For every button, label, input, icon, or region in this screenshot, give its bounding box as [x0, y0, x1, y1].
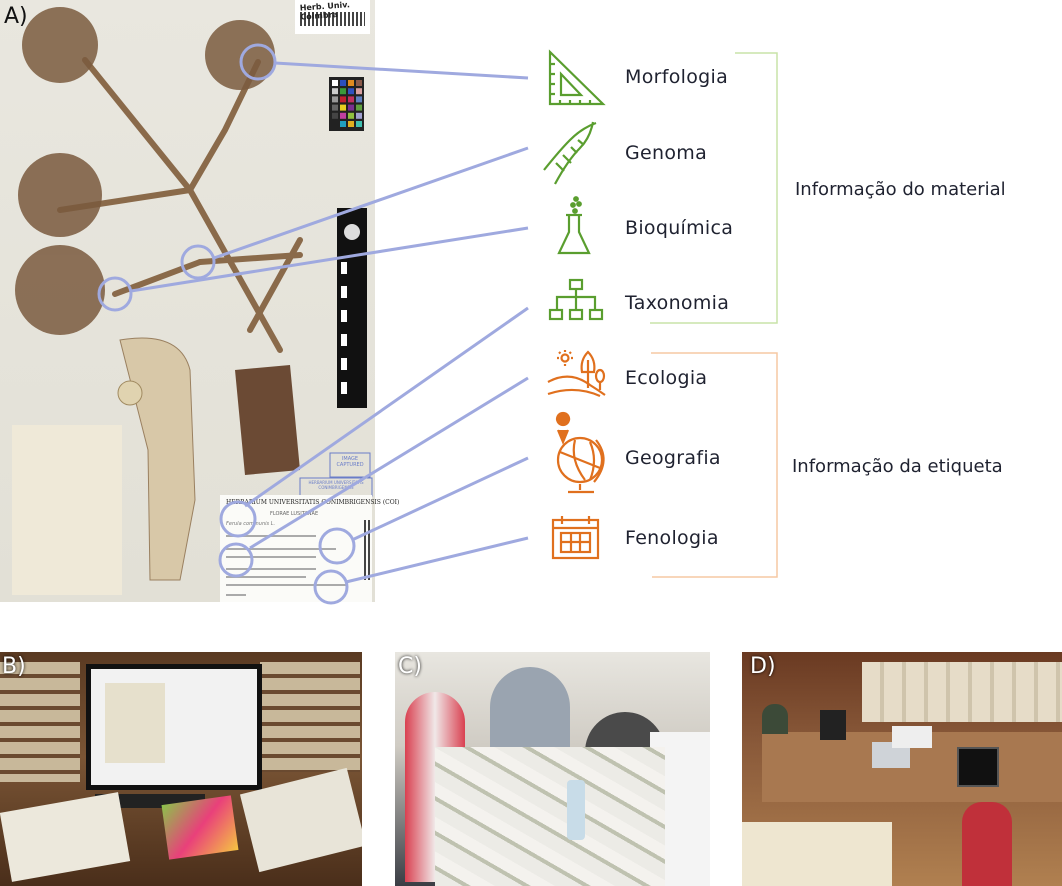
category-morfologia: Morfologia — [625, 66, 729, 88]
color-swatch — [356, 80, 362, 86]
color-swatch — [356, 121, 362, 127]
color-swatch — [340, 88, 346, 95]
panel-label-c: C) — [398, 654, 422, 679]
category-genoma: Genoma — [625, 142, 708, 164]
diagram-overlay — [97, 43, 778, 605]
fragment-packet — [12, 425, 122, 595]
color-swatch — [348, 96, 354, 103]
group-label-material: Informação do material — [795, 179, 1006, 200]
water-bottle — [567, 780, 585, 840]
connector-ecologia — [249, 376, 529, 550]
stacked-folders — [862, 662, 1062, 722]
stem-crosssection — [117, 380, 143, 406]
calendar-icon — [551, 516, 600, 560]
color-swatch — [332, 88, 338, 95]
barcode-icon — [300, 12, 365, 26]
shelf-folders — [260, 662, 360, 772]
label-barcode — [364, 520, 372, 580]
color-swatch — [356, 104, 362, 111]
category-ecologia: Ecologia — [625, 367, 708, 389]
shelf-folders — [0, 662, 80, 782]
group-label-etiqueta: Informação da etiqueta — [792, 456, 1003, 477]
color-swatch — [356, 88, 362, 95]
panel-label-d: D) — [750, 654, 776, 679]
highlight-circle — [180, 244, 216, 280]
category-bioquimica: Bioquímica — [625, 217, 734, 239]
landscape-icon — [547, 350, 606, 398]
stem-section — [235, 365, 300, 475]
color-swatch — [348, 112, 354, 119]
highlight-circle — [219, 500, 257, 538]
globe-pin-icon — [555, 411, 605, 494]
color-checker-card — [329, 77, 364, 131]
photo-herbarium-office: D) — [742, 652, 1062, 886]
color-swatch — [332, 80, 338, 86]
color-swatch — [348, 104, 354, 111]
connector-taxonomia — [244, 306, 529, 508]
person — [962, 802, 1012, 886]
color-swatch — [332, 121, 338, 127]
flask-icon — [557, 196, 591, 255]
person — [762, 704, 788, 734]
highlight-circle — [313, 569, 349, 605]
highlight-circle — [239, 43, 277, 81]
color-swatch — [340, 121, 346, 127]
color-swatch — [340, 80, 346, 86]
label-species: Ferula communis L. — [226, 521, 276, 527]
color-swatch — [332, 104, 338, 111]
color-swatch — [340, 112, 346, 119]
category-geografia: Geografia — [625, 447, 721, 469]
color-swatch — [356, 112, 362, 119]
color-swatch — [348, 88, 354, 95]
color-swatch — [332, 96, 338, 103]
label-title: HERBARIUM UNIVERSITATIS CONIMBRIGENSIS (… — [226, 499, 400, 506]
highlight-circle — [218, 542, 254, 578]
set-square-icon — [548, 49, 606, 106]
computer-monitor — [86, 664, 262, 790]
person — [490, 667, 570, 757]
connector-morfologia — [274, 61, 529, 80]
label-subtitle: FLORAE LUSITANAE — [270, 511, 319, 517]
stamp-herbarium: HERBARIUM UNIVERSITATIS CONIMBRIGENSIS — [308, 480, 364, 490]
photo-digitization-workstation: B) — [0, 652, 362, 886]
highlight-circle — [318, 527, 356, 565]
connector-bioquimica — [130, 226, 529, 293]
table-with-papers — [435, 747, 665, 886]
stamp-image-captured: IMAGE CAPTURED — [336, 456, 364, 468]
scale-ruler — [337, 208, 367, 408]
dna-icon — [543, 121, 597, 185]
color-swatch — [348, 80, 354, 86]
category-fenologia: Fenologia — [625, 527, 719, 549]
color-swatch — [332, 112, 338, 119]
field-guide — [161, 795, 239, 860]
computer-monitor — [957, 747, 999, 787]
computer-monitor — [820, 710, 846, 740]
color-swatch — [348, 121, 354, 127]
bracket-etiqueta — [651, 352, 778, 578]
hierarchy-icon — [548, 278, 604, 321]
highlight-circle — [97, 276, 133, 312]
color-swatch — [340, 96, 346, 103]
panel-label-a: A) — [4, 4, 28, 29]
category-taxonomia: Taxonomia — [625, 292, 730, 314]
herbarium-specimen-image: Herb. Univ. Coimbra IMAGE CAPTURED HERBA… — [0, 0, 399, 602]
connector-geografia — [351, 456, 529, 542]
worktable — [742, 822, 892, 886]
connector-fenologia — [345, 536, 529, 584]
image-captured-stamp — [329, 452, 371, 478]
specimen-papers — [0, 792, 131, 882]
color-swatch — [356, 96, 362, 103]
panel-label-b: B) — [2, 654, 26, 679]
printer — [892, 726, 932, 748]
photo-specimen-mounting-team: C) — [395, 652, 710, 886]
color-swatch — [340, 104, 346, 111]
bracket-material — [650, 52, 778, 324]
connector-genoma — [213, 146, 529, 260]
